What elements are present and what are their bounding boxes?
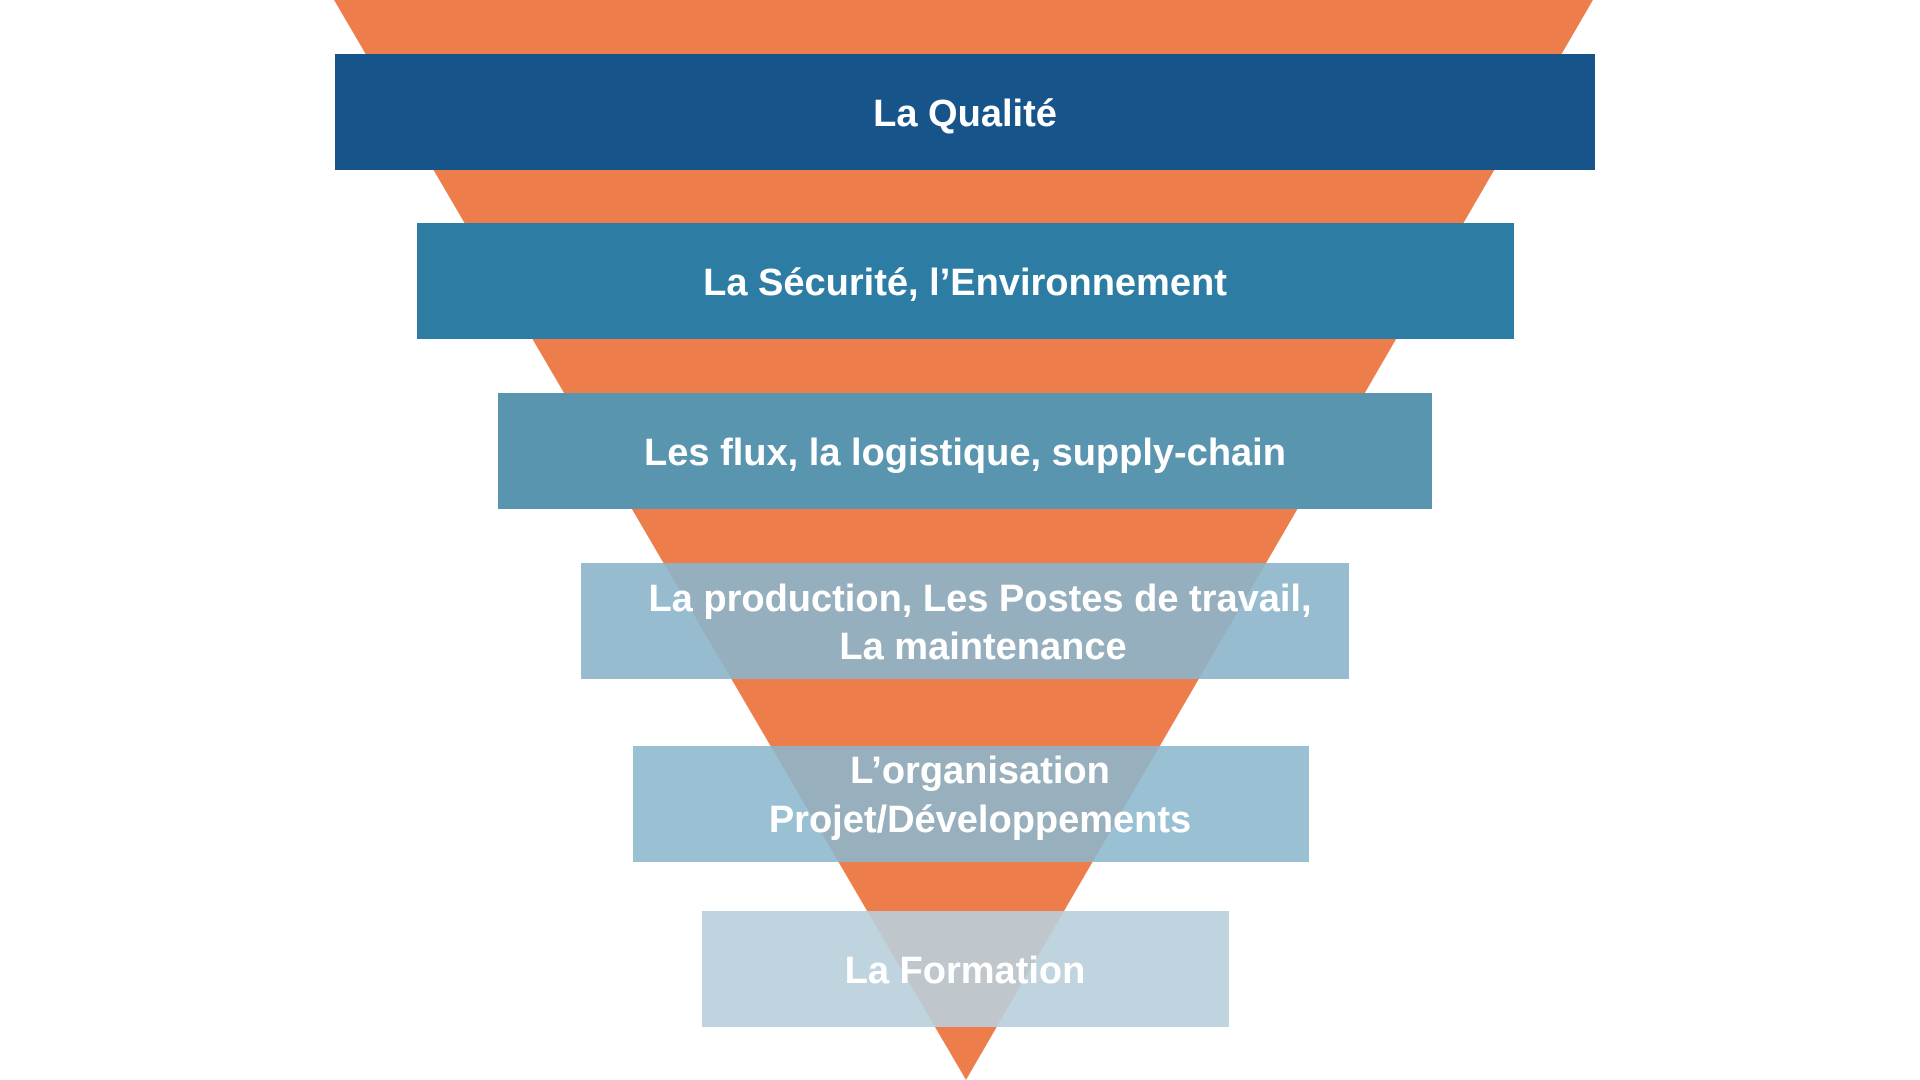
level-5-label-line-2: Projet/Développements [769,799,1191,841]
level-6-label: La Formation [845,950,1086,992]
level-1: La Qualité [335,54,1595,170]
level-4-bar [581,563,1349,679]
level-1-label: La Qualité [873,93,1057,135]
level-5: L’organisation Projet/Développements [633,746,1309,862]
level-1-bar [335,54,1595,170]
level-4: La production, Les Postes de travail, La… [581,563,1349,679]
level-6: La Formation [702,911,1229,1027]
level-4-label-line-1: La production, Les Postes de travail, [648,578,1311,620]
level-5-label-line-1: L’organisation [850,750,1110,792]
level-2-label: La Sécurité, l’Environnement [703,262,1227,304]
level-5-bar [633,746,1309,862]
level-4-label-line-2: La maintenance [839,626,1126,668]
level-3-label: Les flux, la logistique, supply-chain [644,432,1286,474]
level-2: La Sécurité, l’Environnement [417,223,1514,339]
level-3-bar [498,393,1432,509]
level-6-bar [702,911,1229,1027]
level-2-bar [417,223,1514,339]
level-3: Les flux, la logistique, supply-chain [498,393,1432,509]
